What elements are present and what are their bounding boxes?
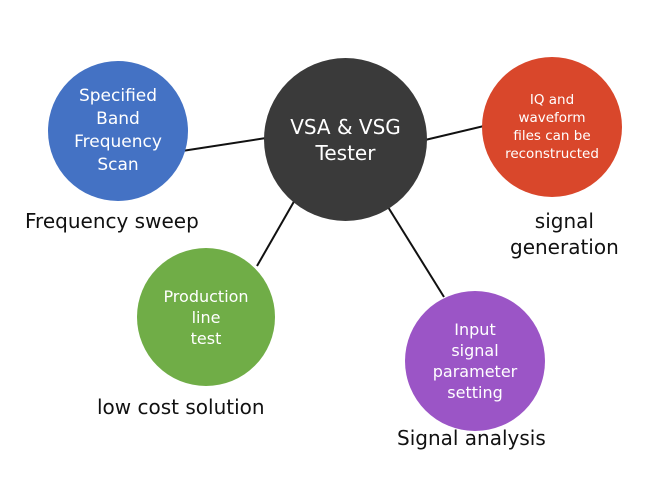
- caption-low-cost-solution: low cost solution: [97, 395, 265, 419]
- center-node-vsa-vsg-tester: VSA & VSG Tester: [264, 58, 427, 221]
- node-input-signal-parameter-setting: Input signal parameter setting: [405, 291, 545, 431]
- node-production-line-test: Production line test: [137, 248, 275, 386]
- caption-signal-generation: signal generation: [510, 209, 619, 259]
- node-iq-waveform-reconstruct: IQ and waveform files can be reconstruct…: [482, 57, 622, 197]
- caption-signal-analysis: Signal analysis: [397, 426, 546, 450]
- connector-signal-generation: [424, 125, 485, 141]
- node-label-input-signal-parameter: Input signal parameter setting: [432, 320, 518, 402]
- connector-frequency-sweep: [181, 137, 267, 152]
- node-label-iq-waveform: IQ and waveform files can be reconstruct…: [505, 92, 599, 162]
- node-label-frequency-scan: Specified Band Frequency Scan: [74, 86, 162, 175]
- node-label-production-line-test: Production line test: [163, 286, 249, 348]
- connector-signal-analysis: [387, 206, 445, 298]
- center-node-label: VSA & VSG Tester: [290, 114, 401, 165]
- node-specified-band-frequency-scan: Specified Band Frequency Scan: [48, 61, 188, 201]
- connector-low-cost-solution: [256, 197, 297, 267]
- caption-frequency-sweep: Frequency sweep: [25, 209, 199, 233]
